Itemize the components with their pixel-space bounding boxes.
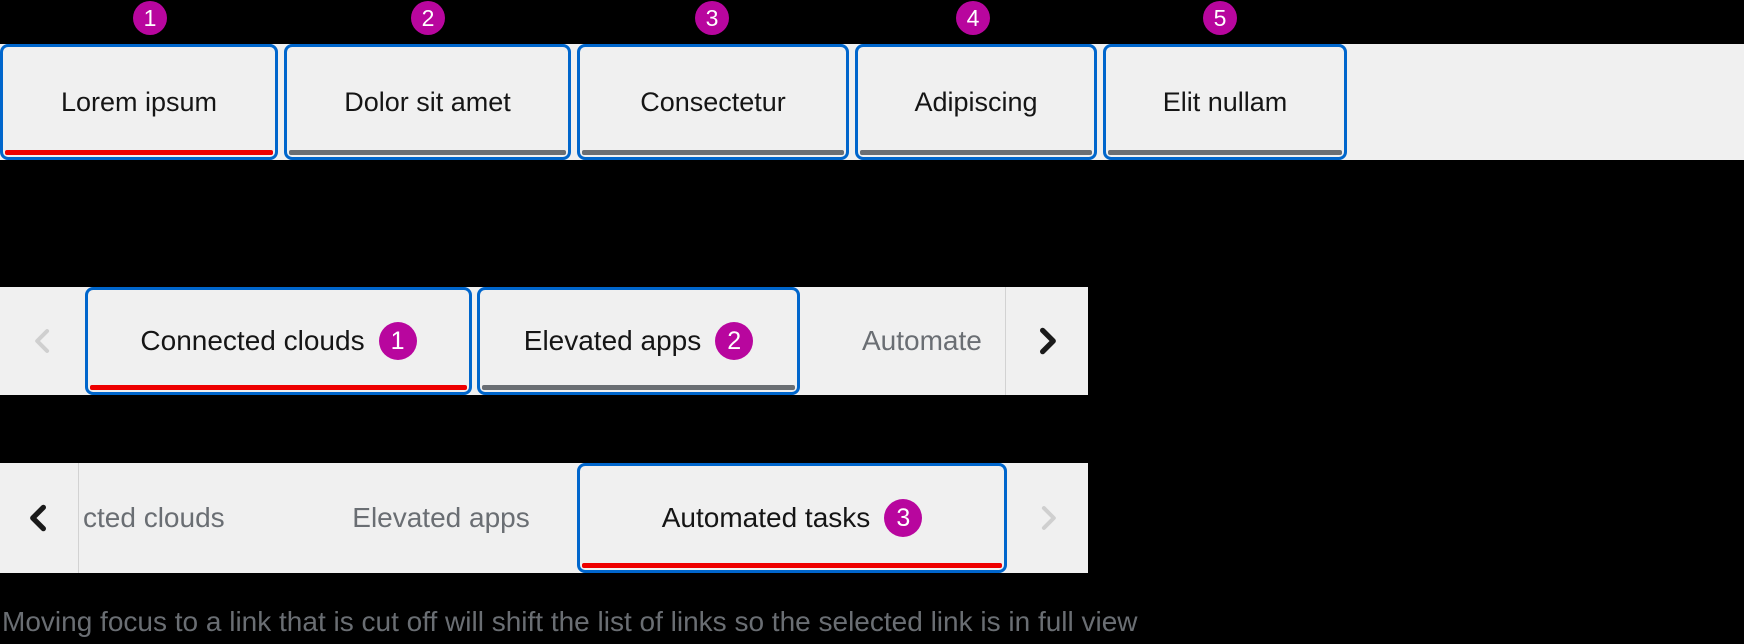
- active-tab-indicator: [5, 150, 273, 155]
- tab-label: Dolor sit amet: [344, 86, 511, 117]
- tab-elevated-apps[interactable]: Elevated apps 2: [477, 287, 800, 395]
- tab-lorem-ipsum[interactable]: Lorem ipsum: [0, 44, 278, 160]
- chevron-left-icon: [24, 503, 54, 533]
- tab-automated-tasks[interactable]: Automated tasks 3: [577, 463, 1007, 573]
- tab-elit-nullam[interactable]: Elit nullam: [1103, 44, 1347, 160]
- annotation-badge-2: 2: [411, 1, 445, 35]
- tab-label: Consectetur: [640, 86, 786, 117]
- tab-label: cted clouds: [83, 502, 225, 533]
- chevron-right-icon: [1034, 504, 1062, 532]
- tab-label: Connected clouds: [140, 325, 365, 356]
- scroll-right-button[interactable]: [1007, 463, 1088, 573]
- inactive-tab-indicator: [860, 150, 1092, 155]
- tab-badge: 1: [378, 322, 417, 360]
- overflow-tabbar-start: Connected clouds 1 Elevated apps 2 Autom…: [0, 287, 1088, 395]
- chevron-left-icon: [29, 327, 57, 355]
- annotation-badge-5: 5: [1203, 1, 1237, 35]
- tab-label: Elevated apps: [523, 325, 702, 356]
- annotation-badge-4: 4: [956, 1, 990, 35]
- inactive-tab-indicator: [582, 150, 844, 155]
- tab-label: Elit nullam: [1162, 86, 1288, 117]
- primary-tabbar: Lorem ipsum Dolor sit amet Consectetur A…: [0, 44, 1744, 160]
- tab-automated-tasks-cutoff[interactable]: Automate: [800, 287, 1005, 395]
- scroll-left-button[interactable]: [0, 287, 85, 395]
- annotation-badge-1: 1: [133, 1, 167, 35]
- tab-label: Elevated apps: [352, 502, 530, 533]
- inactive-tab-indicator: [482, 385, 795, 390]
- scroll-button-divider: [78, 463, 79, 573]
- chevron-right-icon: [1032, 326, 1062, 356]
- active-tab-indicator: [582, 563, 1002, 568]
- tab-badge: 3: [884, 499, 923, 537]
- tab-adipiscing[interactable]: Adipiscing: [855, 44, 1097, 160]
- caption-text: Moving focus to a link that is cut off w…: [2, 606, 1138, 637]
- tab-label: Automated tasks: [661, 502, 871, 533]
- tab-connected-clouds[interactable]: Connected clouds 1: [85, 287, 472, 395]
- inactive-tab-indicator: [1108, 150, 1342, 155]
- tab-connected-clouds-cutoff[interactable]: cted clouds: [79, 463, 305, 573]
- scroll-right-button[interactable]: [1006, 287, 1088, 395]
- tab-label: Adipiscing: [914, 86, 1038, 117]
- tab-label: Automate: [862, 325, 982, 356]
- tab-consectetur[interactable]: Consectetur: [577, 44, 849, 160]
- annotation-badge-3: 3: [695, 1, 729, 35]
- tab-dolor-sit-amet[interactable]: Dolor sit amet: [284, 44, 571, 160]
- tab-label: Lorem ipsum: [60, 86, 218, 117]
- tabbar-empty-space: [1353, 44, 1744, 160]
- tab-elevated-apps[interactable]: Elevated apps: [305, 463, 577, 573]
- inactive-tab-indicator: [289, 150, 566, 155]
- scroll-button-divider: [1005, 287, 1006, 395]
- active-tab-indicator: [90, 385, 467, 390]
- overflow-tabbar-end: cted clouds Elevated apps Automated task…: [0, 463, 1088, 573]
- scroll-left-button[interactable]: [0, 463, 78, 573]
- tab-badge: 2: [715, 322, 754, 360]
